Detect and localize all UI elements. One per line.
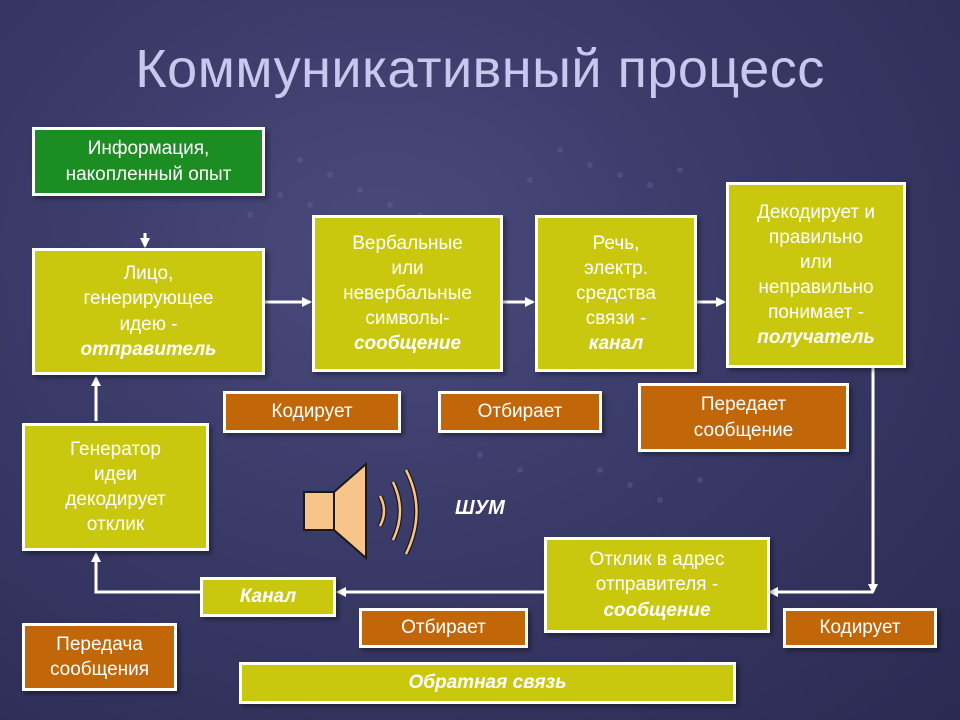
transmit-top-line-2: сообщение <box>693 419 794 441</box>
select-label-bottom: Отбирает <box>359 608 528 648</box>
sender-line-1: Лицо, <box>123 263 174 285</box>
message-box: Вербальные или невербальные символы- соо… <box>312 215 503 372</box>
select-label-top: Отбирает <box>438 391 602 433</box>
channel-box: Речь, электр. средства связи - канал <box>535 215 697 372</box>
channel-bottom-text: Канал <box>239 586 297 608</box>
receiver-line-3: или <box>799 251 833 273</box>
generator-line-4: отклик <box>86 514 145 536</box>
generator-line-1: Генератор <box>70 438 161 460</box>
transmit-bottom-line-1: Передача <box>56 633 143 655</box>
encode-top-text: Кодирует <box>271 401 353 423</box>
generator-line-3: декодирует <box>65 489 166 510</box>
receiver-line-4: неправильно <box>758 277 874 298</box>
channel-line-2: электр. <box>583 257 648 279</box>
message-line-2: или <box>391 257 424 279</box>
response-box: Отклик в адрес отправителя - сообщение <box>544 537 770 633</box>
message-line-4: символы- <box>365 308 450 330</box>
channel-line-3: средства <box>576 282 656 304</box>
encode-label-bottom: Кодирует <box>783 608 937 648</box>
sender-line-2: генерирующее <box>83 288 214 310</box>
response-line-1: Отклик в адрес <box>589 549 725 571</box>
response-role: сообщение <box>603 599 711 621</box>
select-bottom-text: Отбирает <box>401 617 486 639</box>
speaker-icon <box>303 461 419 560</box>
receiver-line-1: Декодирует и <box>757 201 875 223</box>
response-line-2: отправителя - <box>595 574 719 596</box>
transmit-label-top: Передает сообщение <box>638 383 849 452</box>
generator-line-2: идеи <box>94 463 137 485</box>
channel-role: канал <box>588 333 644 355</box>
information-line-2: накопленный опыт <box>65 163 232 185</box>
information-box: Информация, накопленный опыт <box>32 127 265 196</box>
channel-line-4: связи - <box>585 308 647 330</box>
arrow-channel-to-generator <box>91 552 200 594</box>
receiver-line-2: правильно <box>768 226 864 248</box>
message-role: сообщение <box>353 333 462 355</box>
receiver-box: Декодирует и правильно или неправильно п… <box>726 182 906 368</box>
transmit-label-bottom: Передача сообщения <box>22 623 177 691</box>
sender-role: отправитель <box>80 338 217 360</box>
noise-label: ШУМ <box>455 497 505 519</box>
message-line-3: невербальные <box>343 282 472 304</box>
sender-box: Лицо, генерирующее идею - отправитель <box>32 248 265 375</box>
transmit-bottom-line-2: сообщения <box>49 659 150 680</box>
select-top-text: Отбирает <box>477 401 563 423</box>
encode-label-top: Кодирует <box>223 391 401 433</box>
encode-bottom-text: Кодирует <box>819 617 901 639</box>
sender-line-3: идею - <box>119 313 178 335</box>
feedback-text: Обратная связь <box>408 672 567 694</box>
channel-label-bottom: Канал <box>200 577 336 617</box>
feedback-bar: Обратная связь <box>239 662 736 704</box>
page-title: Коммуникативный процесс <box>135 39 825 99</box>
transmit-top-line-1: Передает <box>700 394 787 416</box>
information-line-1: Информация, <box>87 138 210 160</box>
message-line-1: Вербальные <box>352 232 463 254</box>
channel-line-1: Речь, <box>592 232 640 254</box>
receiver-role: получатель <box>757 327 875 349</box>
receiver-line-5: понимает - <box>768 302 864 324</box>
generator-box: Генератор идеи декодирует отклик <box>22 423 209 551</box>
